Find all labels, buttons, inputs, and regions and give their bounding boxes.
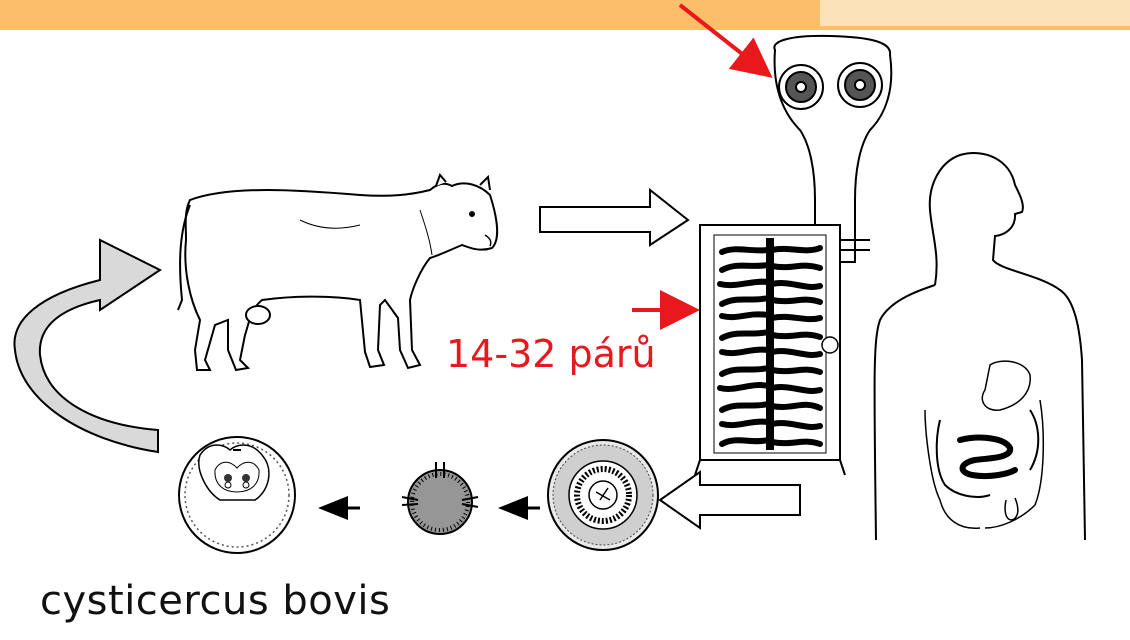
proglottid-icon [695, 225, 845, 475]
human-icon [875, 153, 1085, 540]
flow-arrow-icon [660, 472, 800, 528]
cycle-arrow-icon [14, 240, 160, 452]
flow-arrow-icon [540, 190, 688, 245]
proglottid-pairs-label: 14-32 párů [446, 332, 656, 376]
oncosphere-icon [402, 462, 478, 534]
highlight-arrow-icon [680, 5, 760, 68]
egg-icon [548, 440, 658, 550]
cysticercus-icon [179, 437, 295, 553]
cysticercus-label: cysticercus bovis [40, 578, 390, 624]
